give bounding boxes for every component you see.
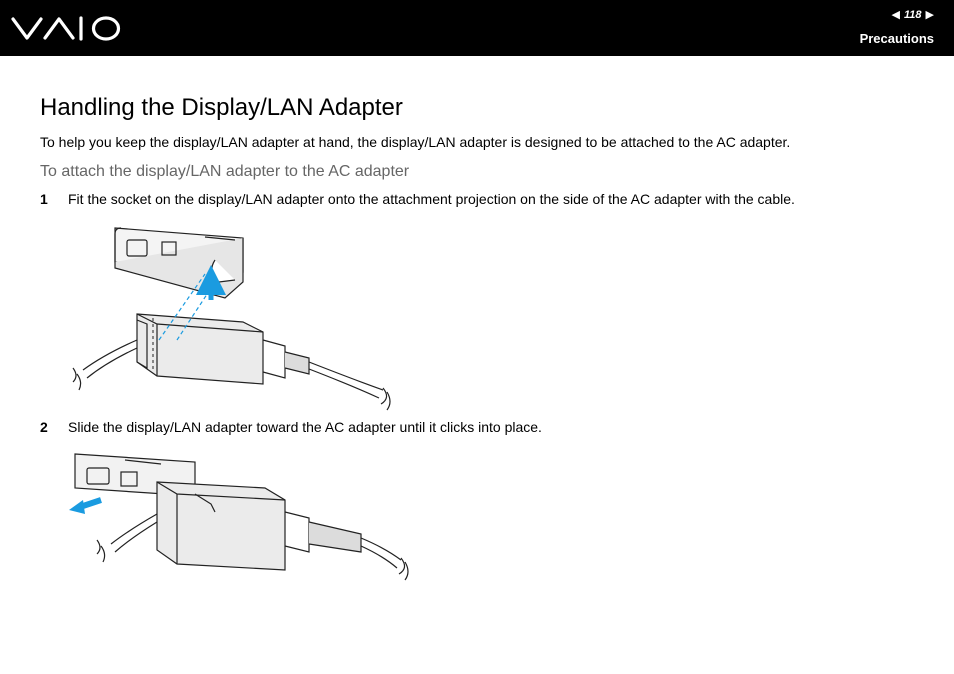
right-triangle-icon[interactable]: ▶ (925, 9, 934, 21)
page-number: 118 (903, 9, 922, 21)
vaio-logo (11, 16, 121, 41)
step-text: Slide the display/LAN adapter toward the… (68, 419, 542, 435)
step-number: 1 (40, 191, 48, 207)
page-title: Handling the Display/LAN Adapter (40, 94, 403, 121)
section-title: Precautions (859, 31, 934, 46)
page-navigation: ◀ 118 ▶ (892, 8, 934, 22)
step-text: Fit the socket on the display/LAN adapte… (68, 191, 795, 207)
page-header: ◀ 118 ▶ Precautions (0, 0, 954, 56)
step-1: 1 Fit the socket on the display/LAN adap… (40, 190, 795, 208)
intro-paragraph: To help you keep the display/LAN adapter… (40, 134, 791, 150)
left-triangle-icon[interactable]: ◀ (891, 9, 900, 21)
attach-illustration (72, 227, 391, 411)
slide-illustration (69, 453, 409, 581)
step-2: 2 Slide the display/LAN adapter toward t… (40, 418, 542, 436)
step-number: 2 (40, 419, 48, 435)
procedure-heading: To attach the display/LAN adapter to the… (40, 163, 410, 180)
